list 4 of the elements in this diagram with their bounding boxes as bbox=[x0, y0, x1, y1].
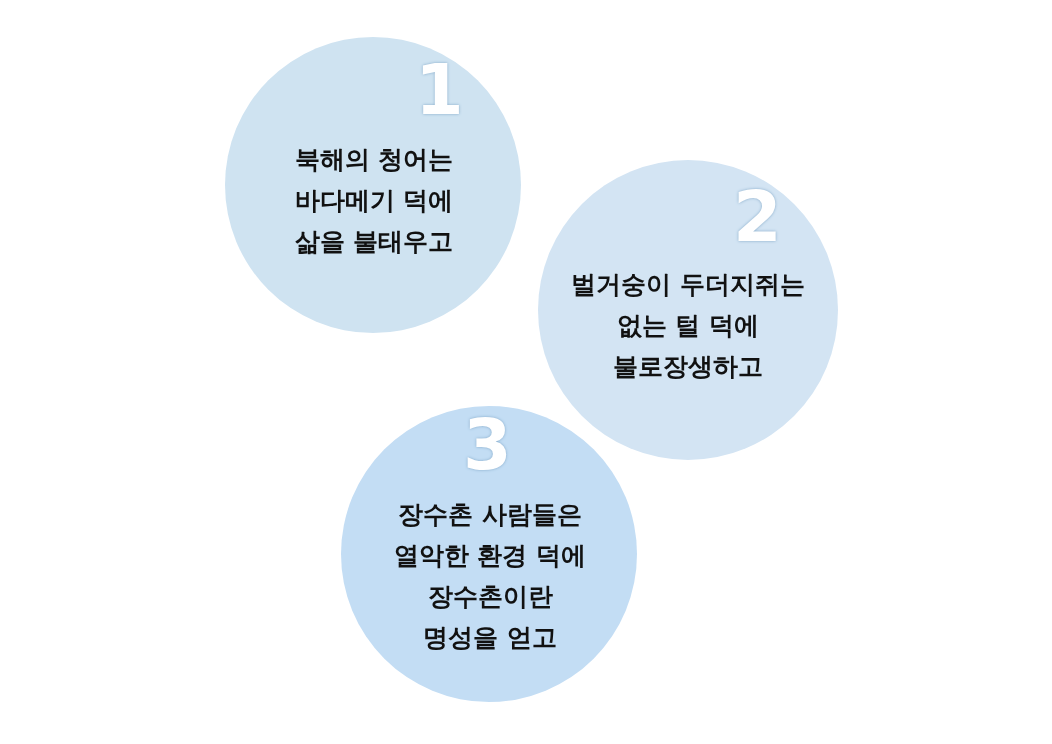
circle-text: 장수촌 사람들은 열악한 환경 덕에 장수촌이란 명성을 얻고 bbox=[392, 499, 588, 654]
circle-text: 북해의 청어는 바다메기 덕에 삶을 불태우고 bbox=[293, 144, 455, 258]
step-number: 3 bbox=[463, 410, 512, 480]
circle-text: 벌거숭이 두더지쥐는 없는 털 덕에 불로장생하고 bbox=[570, 269, 806, 383]
